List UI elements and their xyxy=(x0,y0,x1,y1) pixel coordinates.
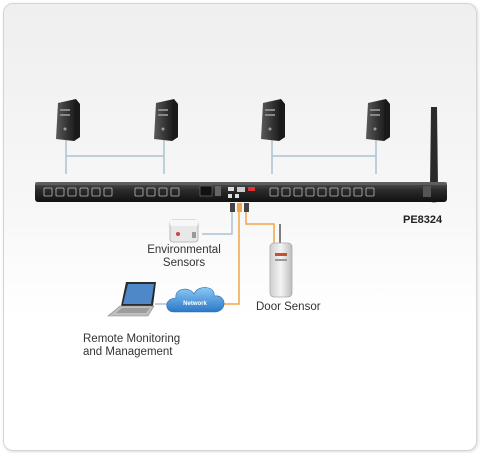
pdu-outlet xyxy=(305,187,315,197)
pdu-outlets xyxy=(43,187,375,197)
environmental-sensors-line1: Environmental xyxy=(147,244,221,256)
sensor-links xyxy=(155,212,275,305)
pdu-outlet xyxy=(317,187,327,197)
door-sensor-label: Door Sensor xyxy=(256,301,321,313)
pdu-sensor-ports xyxy=(230,203,249,212)
pdu-outlet xyxy=(170,187,180,197)
remote-monitoring-label: Remote Monitoring and Management xyxy=(83,333,180,359)
environmental-sensor-icon xyxy=(169,219,199,243)
model-label: PE8324 xyxy=(403,214,443,226)
pdu-outlet xyxy=(281,187,291,197)
pdu-outlet xyxy=(91,187,101,197)
pdu-outlet xyxy=(365,187,375,197)
pdu-outlet xyxy=(293,187,303,197)
server-link-right xyxy=(271,137,377,157)
network-cloud-label: Network xyxy=(183,301,207,307)
pdu-outlet xyxy=(43,187,53,197)
pdu-outlet xyxy=(55,187,65,197)
environmental-sensors-line2: Sensors xyxy=(162,257,206,269)
network-link xyxy=(222,212,240,305)
server-icon xyxy=(261,99,285,141)
laptop-icon xyxy=(107,282,156,317)
pe8324-topology-diagram: Network xyxy=(35,99,447,317)
diagram-frame: Network PE8324 Environmental Sensors Doo… xyxy=(3,3,477,451)
pdu-outlet xyxy=(158,187,168,197)
pdu-outlet xyxy=(353,187,363,197)
environmental-sensors-label: Environmental Sensors xyxy=(144,244,224,270)
pdu-outlet xyxy=(269,187,279,197)
pdu-bar xyxy=(35,182,447,202)
server-icon xyxy=(366,99,390,141)
network-cloud-icon: Network xyxy=(166,287,225,313)
pdu-outlet xyxy=(146,187,156,197)
server-icon xyxy=(154,99,178,141)
remote-monitoring-line2: and Management xyxy=(83,346,173,358)
pdu-outlet xyxy=(329,187,339,197)
pdu-outlet xyxy=(134,187,144,197)
pdu-outlet xyxy=(341,187,351,197)
door-sensor-icon xyxy=(269,224,293,298)
pdu-outlet xyxy=(103,187,113,197)
server-links xyxy=(65,137,377,174)
server-link-left xyxy=(65,137,165,157)
door-sensor-link xyxy=(245,212,275,249)
pdu-outlet xyxy=(67,187,77,197)
server-icon xyxy=(56,99,80,141)
environmental-sensor-link xyxy=(202,212,233,235)
pdu-control-panel xyxy=(199,185,255,198)
pdu-outlet xyxy=(79,187,89,197)
remote-monitoring-line1: Remote Monitoring xyxy=(83,333,181,345)
